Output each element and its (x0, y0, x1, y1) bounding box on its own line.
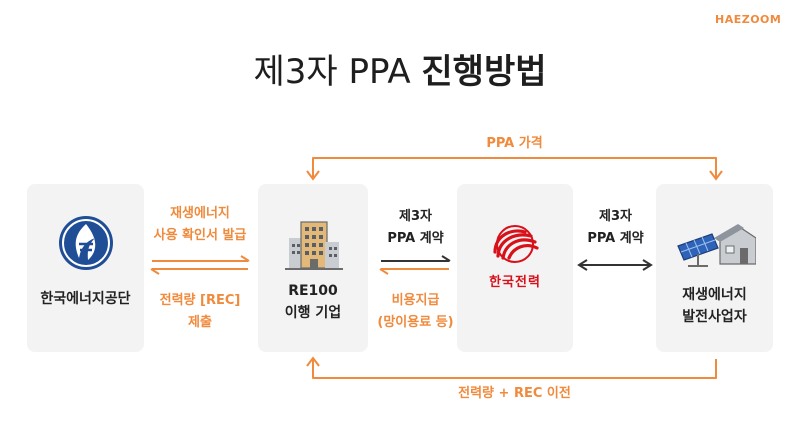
bottom-flow-label: 전력량 + REC 이전 (458, 386, 571, 401)
page-title: 제3자 PPA 진행방법 (0, 44, 800, 93)
kepco-generator-label: 제3자 PPA 계약 (587, 209, 644, 246)
agency-re100-lower-label: 전력량 [REC] 제출 (159, 293, 241, 330)
bottom-flow-arrowhead-left (306, 356, 320, 367)
top-flow-arrowhead-left (306, 170, 320, 181)
renewable-generator-label: 재생에너지 발전사업자 (682, 287, 747, 325)
node-renewable-generator: 재생에너지 발전사업자 (656, 184, 773, 352)
title-prefix: 제3자 PPA (253, 52, 411, 92)
energy-agency-logo-icon (59, 216, 113, 270)
agency-re100-upper-label: 재생에너지 사용 확인서 발급 (153, 206, 247, 243)
node-energy-agency: 한국에너지공단 (27, 184, 144, 352)
kepco-logo-icon (493, 225, 539, 263)
re100-company-label: RE100 이행 기업 (284, 283, 342, 321)
kepco-logo-text: 한국전력 (489, 275, 541, 290)
node-kepco: 한국전력 (457, 184, 573, 352)
top-flow-label: PPA 가격 (486, 136, 543, 151)
node-re100-company: RE100 이행 기업 (258, 184, 368, 352)
office-building-icon (285, 221, 343, 270)
title-emphasis: 진행방법 (421, 52, 547, 92)
top-flow-bracket (312, 157, 717, 178)
top-flow-arrowhead-right (709, 170, 723, 181)
re100-kepco-lower-label: 비용지급 (망이용료 등) (377, 293, 454, 330)
re100-kepco-upper-label: 제3자 PPA 계약 (387, 209, 444, 246)
solar-house-icon (677, 224, 756, 267)
brand-logo: HAEZOOM (715, 13, 782, 26)
bottom-flow-bracket (312, 359, 717, 379)
energy-agency-name: 한국에너지공단 (40, 291, 131, 307)
